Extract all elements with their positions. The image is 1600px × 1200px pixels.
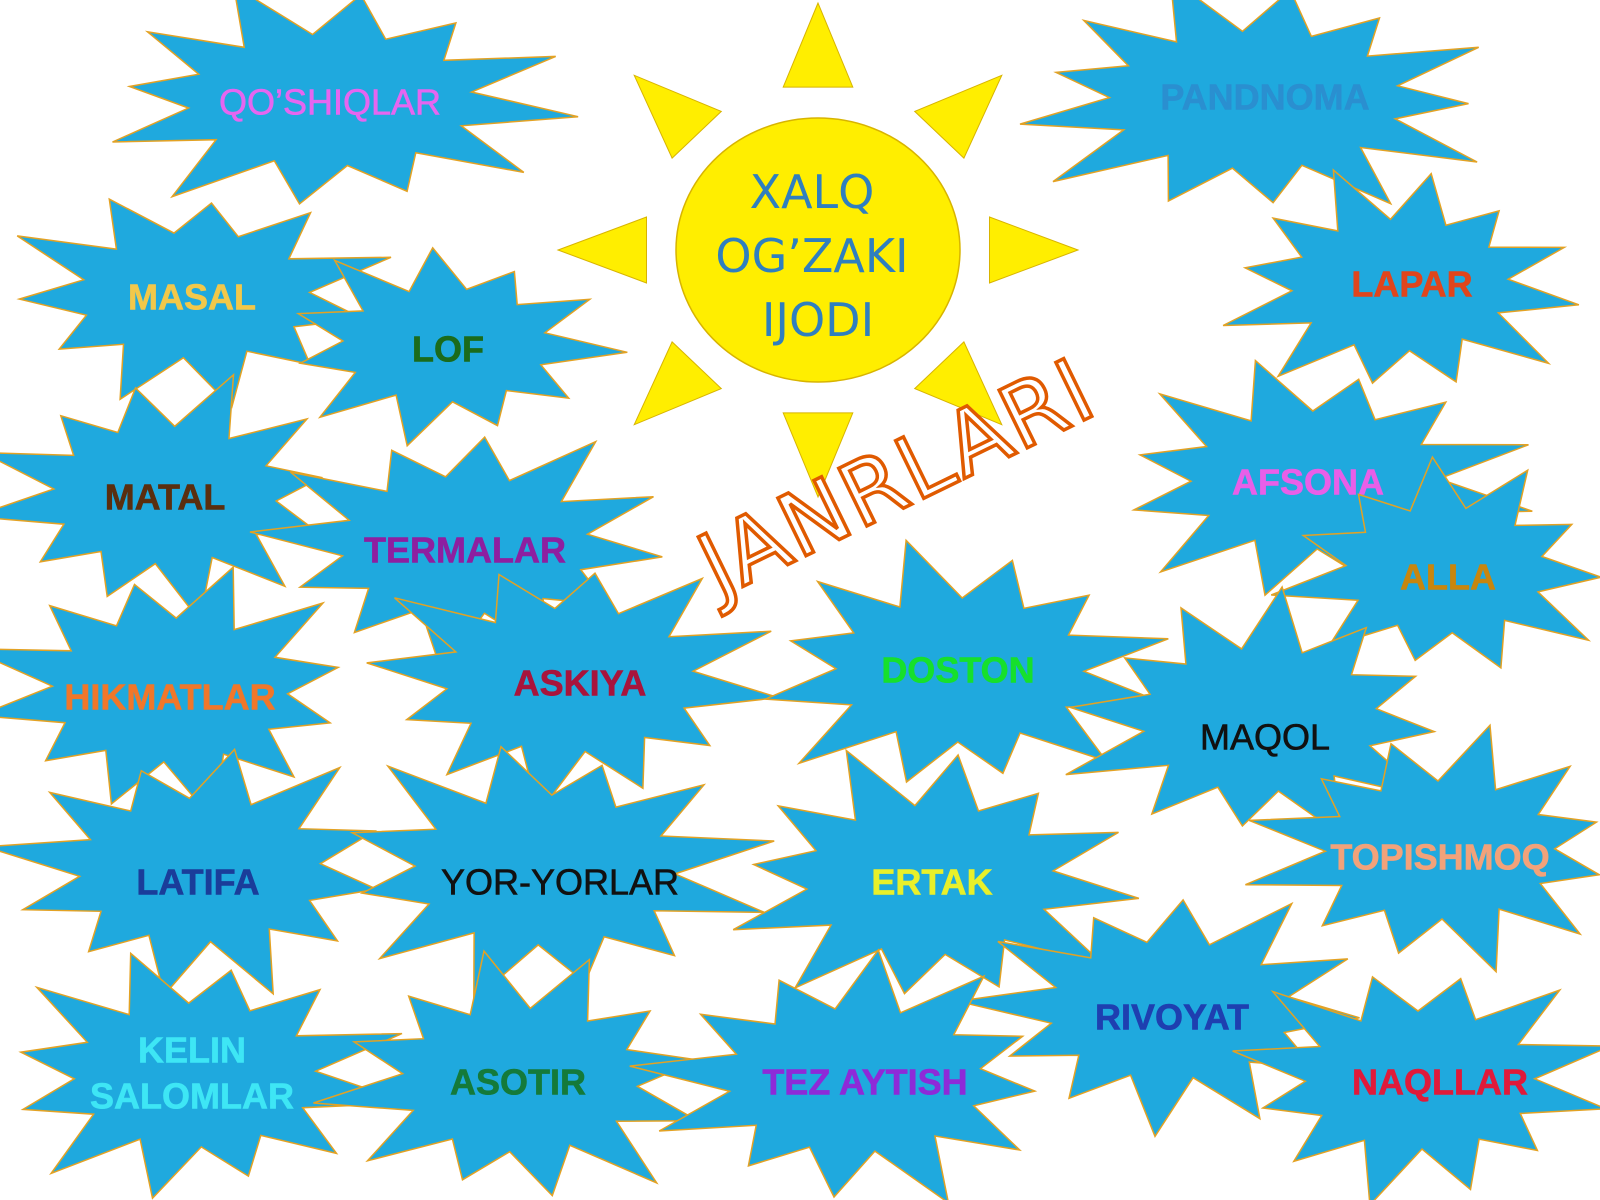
starburst-shape: [765, 538, 1172, 784]
genre-label: RIVOYAT: [1095, 997, 1249, 1038]
sun-ray: [913, 74, 1003, 159]
genre-label: TEZ AYTISH: [762, 1062, 967, 1103]
genre-label: TOPISHMOQ: [1330, 837, 1549, 878]
center-title-line-3: IJODI: [762, 293, 874, 347]
genre-label: LATIFA: [136, 862, 259, 903]
genre-label: TERMALAR: [364, 530, 566, 571]
genre-burst-ertak: ERTAK: [732, 748, 1140, 995]
sun-ray: [556, 216, 647, 284]
genre-burst-kelin-salomlar: KELIN SALOMLAR: [18, 951, 409, 1200]
genre-burst-naqllar: NAQLLAR: [1232, 975, 1600, 1200]
starburst-shape: [16, 197, 392, 409]
genre-burst-pandnoma: PANDNOMA: [1019, 0, 1480, 206]
janrlari-wordart: JANRLARI: [678, 338, 1110, 619]
genre-label: MATAL: [105, 477, 226, 518]
genre-burst-tez-aytish: TEZ AYTISH: [629, 948, 1038, 1200]
genre-label: LAPAR: [1351, 264, 1472, 305]
starburst-shape: [295, 246, 628, 448]
genre-burst-alla: ALLA: [1270, 455, 1600, 670]
genre-label: MAQOL: [1200, 717, 1330, 758]
genre-burst-hikmatlar: HIKMATLAR: [0, 565, 341, 824]
genre-burst-maqol: MAQOL: [1065, 585, 1437, 838]
sun-ray: [633, 341, 723, 426]
starburst-shape: [1270, 455, 1600, 670]
genre-burst-askiya: ASKIYA: [366, 572, 779, 815]
sun-ray: [913, 341, 1003, 426]
genre-label: ASKIYA: [514, 663, 647, 704]
genre-label: YOR-YORLAR: [441, 862, 679, 903]
genre-burst-latifa: LATIFA: [0, 747, 380, 997]
genre-label: PANDNOMA: [1160, 77, 1369, 118]
genre-label: NAQLLAR: [1352, 1062, 1528, 1103]
genre-burst-lapar: LAPAR: [1222, 168, 1580, 385]
sun-ray: [989, 216, 1080, 284]
genre-label: SALOMLAR: [90, 1076, 294, 1117]
starburst-shape: [1019, 0, 1480, 206]
starburst-shape: [112, 0, 579, 206]
genre-burst-lof: LOF: [295, 246, 628, 448]
starburst-shape: [0, 747, 380, 997]
genre-label: HIKMATLAR: [64, 677, 275, 718]
sun-ray: [782, 1, 854, 88]
sun-ray: [782, 412, 854, 499]
genre-label: ALLA: [1400, 557, 1496, 598]
starburst-shape: [18, 951, 409, 1200]
sun: XALQ OG’ZAKI IJODI: [556, 1, 1080, 499]
sun-rays: [556, 1, 1080, 499]
genre-burst-matal: MATAL: [0, 373, 324, 623]
genre-label: ASOTIR: [450, 1062, 586, 1103]
genre-burst-termalar: TERMALAR: [249, 435, 663, 674]
genre-burst-qo-shiqlar: QO’SHIQLAR: [112, 0, 579, 206]
starburst-shape: [1222, 168, 1580, 385]
genre-label: AFSONA: [1232, 462, 1384, 503]
genre-burst-yor-yorlar: YOR-YORLAR: [349, 745, 775, 1003]
genre-label: ERTAK: [871, 862, 992, 903]
starburst-shape: [629, 948, 1038, 1200]
genre-label: LOF: [412, 329, 484, 370]
genre-burst-masal: MASAL: [16, 197, 392, 409]
genre-label: KELIN: [138, 1030, 246, 1071]
starburst-shape: [313, 949, 702, 1197]
sun-disc: [675, 117, 961, 383]
genre-label: MASAL: [128, 277, 256, 318]
sun-ray: [633, 74, 723, 159]
starburst-shape: [366, 572, 779, 815]
genre-burst-asotir: ASOTIR: [313, 949, 702, 1197]
genre-label: DOSTON: [881, 650, 1034, 691]
genre-label: QO’SHIQLAR: [219, 82, 441, 123]
genre-burst-topishmoq: TOPISHMOQ: [1245, 723, 1600, 974]
center-title-line-1: XALQ: [750, 165, 875, 219]
starburst-shape: [1245, 723, 1600, 974]
genre-burst-doston: DOSTON: [765, 538, 1172, 784]
starburst-shape: [732, 748, 1140, 995]
starburst-shape: [1232, 975, 1600, 1200]
center-title-line-2: OG’ZAKI: [715, 229, 908, 283]
